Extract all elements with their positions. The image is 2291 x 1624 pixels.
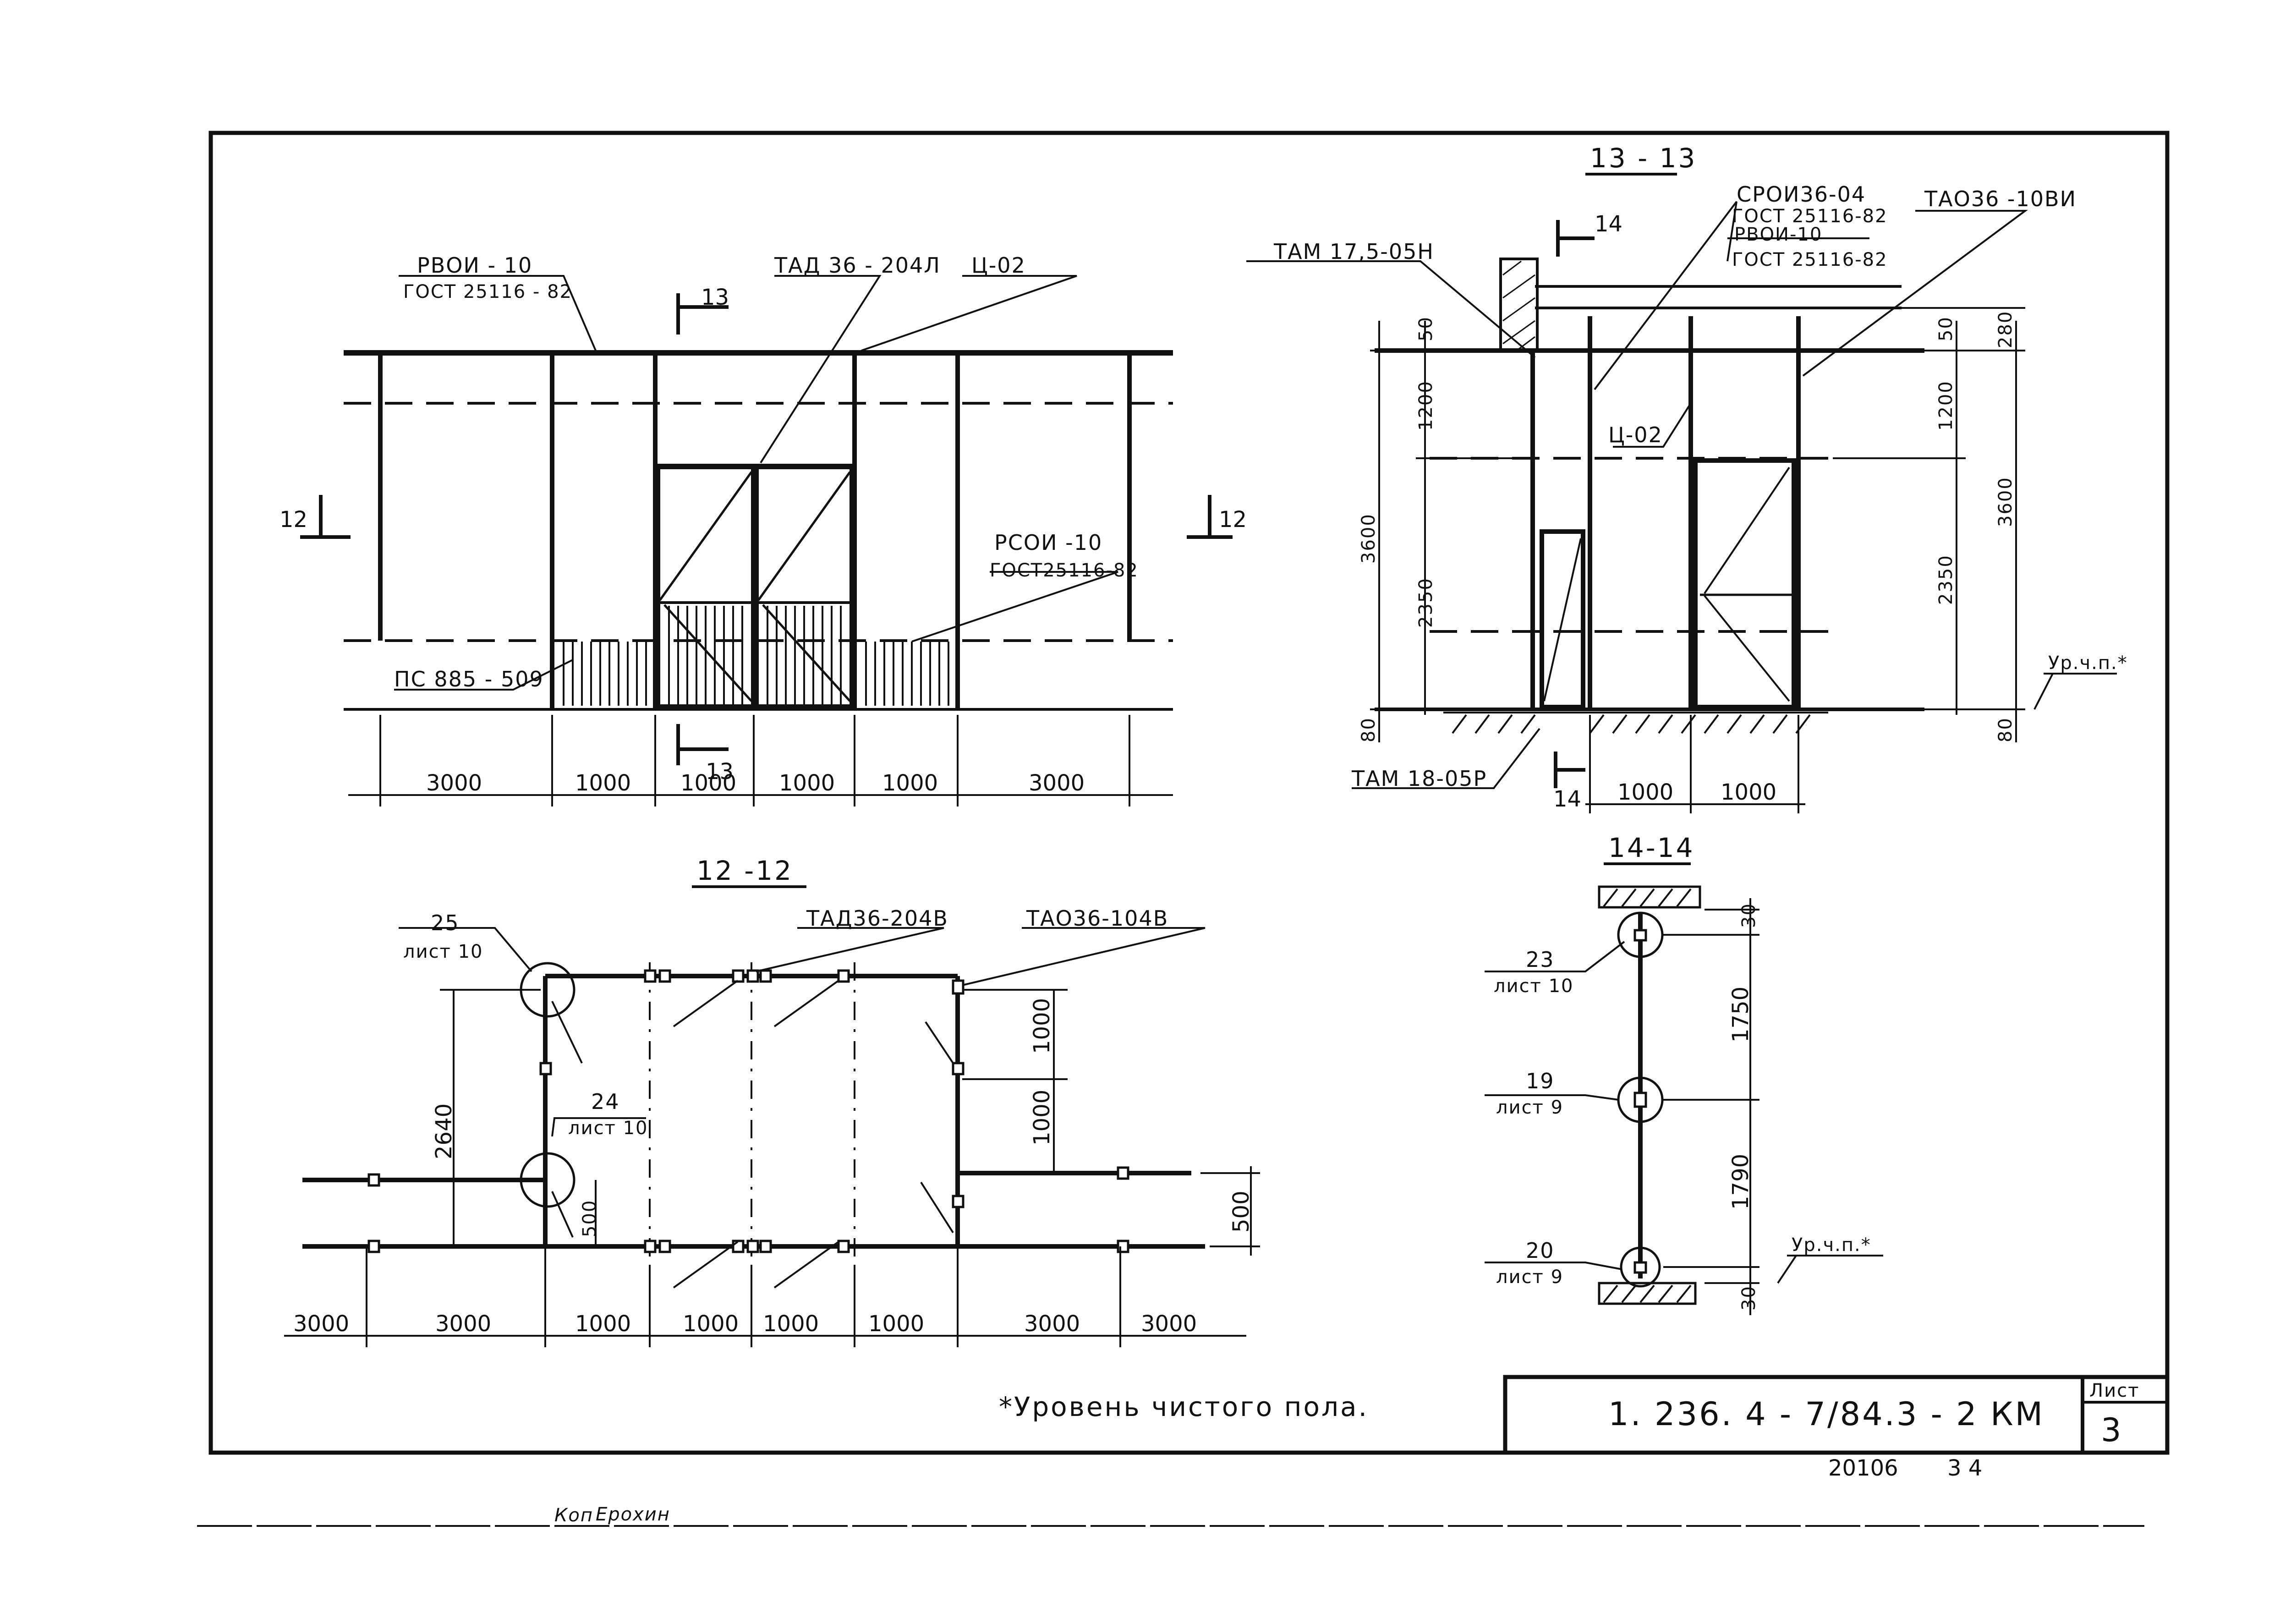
- label-tao-36-10vi: ТАО36 -10ВИ: [1924, 187, 2077, 211]
- dim-13-right-280: 280: [1995, 311, 2016, 348]
- dim-14-30-bottom: 30: [1738, 1285, 1759, 1311]
- dim-12-2640: 2640: [431, 1103, 457, 1159]
- drawing-code: 1. 236. 4 - 7/84.3 - 2 КМ: [1608, 1395, 2044, 1433]
- cut-marker-12-left: 12: [280, 507, 307, 532]
- cut-marker-14-bottom: 14: [1553, 786, 1581, 812]
- dim-13-right-3600: 3600: [1995, 477, 2016, 527]
- label-node-25: 25: [431, 911, 460, 935]
- section-14-title: 14-14: [1608, 832, 1695, 863]
- label-tao-36-104v: ТАО36-104В: [1026, 906, 1168, 931]
- label-rvoi-gost: ГОСТ 25116 - 82: [403, 281, 572, 302]
- label-sroi: СРОИ36-04: [1737, 182, 1866, 207]
- dim-13-right-80: 80: [1995, 717, 2016, 742]
- dim-12-bottom-3: 1000: [575, 1311, 631, 1337]
- label-rvoi-13: РВОИ-10: [1734, 224, 1822, 245]
- dim-12-bottom-4: 1000: [683, 1311, 739, 1337]
- label-c02-13: Ц-02: [1608, 422, 1663, 447]
- page-number: 3 4: [1947, 1455, 1982, 1481]
- dim-13-left-80: 80: [1358, 717, 1379, 742]
- label-node-25-sheet: лист 10: [403, 941, 483, 962]
- copier-signature: Ерохин: [596, 1504, 670, 1525]
- dim-13-left-50: 50: [1415, 316, 1436, 341]
- label-panel-ps: ПС 885 - 509: [394, 667, 544, 691]
- label-floor-level-13: Ур.ч.п.*: [2048, 653, 2128, 674]
- elevation-view: РВОИ - 10 ГОСТ 25116 - 82 ТАД 36 - 204Л …: [280, 253, 1247, 807]
- dim-13-left-2350: 2350: [1415, 577, 1436, 628]
- footnote: *Уровень чистого пола.: [999, 1391, 1369, 1422]
- sheet-label: Лист: [2089, 1380, 2139, 1401]
- dim-12-1000-upper: 1000: [1029, 998, 1055, 1054]
- sheet-number: 3: [2101, 1411, 2123, 1449]
- label-rsoi-gost: ГОСТ25116-82: [990, 560, 1139, 581]
- label-rsoi: РСОИ -10: [994, 530, 1102, 555]
- dim-elevation-1: 3000: [426, 770, 482, 796]
- dim-elevation-5: 1000: [882, 770, 938, 796]
- dim-12-bottom-7: 3000: [1024, 1311, 1080, 1337]
- section-13-13: 13 - 13: [1246, 143, 2128, 813]
- dim-elevation-3: 1000: [680, 770, 736, 796]
- label-node-23: 23: [1526, 947, 1555, 972]
- dim-12-500-right: 500: [1228, 1191, 1254, 1233]
- cut-marker-14-top: 14: [1595, 211, 1622, 237]
- cut-marker-13-top: 13: [701, 285, 729, 310]
- label-rvoi-13-gost: ГОСТ 25116-82: [1732, 249, 1888, 270]
- dim-13-left-3600: 3600: [1358, 513, 1379, 564]
- copied-label: Коп: [554, 1505, 593, 1526]
- section-13-title: 13 - 13: [1590, 143, 1697, 174]
- dim-12-bottom-8: 3000: [1141, 1311, 1197, 1337]
- dim-12-bottom-6: 1000: [868, 1311, 924, 1337]
- label-c02: Ц-02: [971, 253, 1026, 278]
- dim-13-right-50: 50: [1935, 316, 1957, 341]
- label-node-23-sheet: лист 10: [1494, 976, 1573, 997]
- dim-13-left-1200: 1200: [1415, 380, 1436, 431]
- dim-elevation-2: 1000: [575, 770, 631, 796]
- label-rvoi: РВОИ - 10: [417, 253, 532, 278]
- label-door-tad-204v: ТАД36-204В: [806, 906, 948, 931]
- label-sroi-gost: ГОСТ 25116-82: [1732, 206, 1888, 227]
- hatched-panels: [563, 606, 949, 706]
- section-12-12: 12 -12: [284, 855, 1260, 1347]
- dim-14-1790: 1790: [1728, 1154, 1754, 1210]
- label-node-19: 19: [1526, 1069, 1555, 1093]
- dim-12-bottom-1: 3000: [293, 1311, 349, 1337]
- section-14-14: 14-14: [1485, 832, 1883, 1315]
- label-node-20-sheet: лист 9: [1496, 1267, 1563, 1288]
- label-door-tad: ТАД 36 - 204Л: [774, 253, 941, 278]
- label-node-20: 20: [1526, 1238, 1555, 1263]
- dim-14-1750: 1750: [1728, 987, 1754, 1042]
- dim-13-right-2350: 2350: [1935, 554, 1957, 605]
- dim-12-500-left: 500: [579, 1200, 600, 1237]
- archive-number: 20106: [1828, 1455, 1898, 1481]
- dim-elevation-4: 1000: [779, 770, 835, 796]
- dim-12-bottom-5: 1000: [763, 1311, 819, 1337]
- label-tam-17-5: ТАМ 17,5-05Н: [1273, 239, 1434, 264]
- dim-14-30-top: 30: [1738, 903, 1759, 928]
- label-node-19-sheet: лист 9: [1496, 1097, 1563, 1118]
- dim-13-right-1200: 1200: [1935, 380, 1957, 431]
- title-block: 1. 236. 4 - 7/84.3 - 2 КМ Лист 3: [1503, 1375, 2170, 1455]
- cut-marker-12-right: 12: [1219, 507, 1247, 532]
- dim-13-bottom-1: 1000: [1617, 779, 1673, 805]
- cut-marker-13-bottom: 13: [706, 759, 734, 785]
- dim-13-bottom-2: 1000: [1721, 779, 1776, 805]
- dim-12-bottom-2: 3000: [435, 1311, 491, 1337]
- dim-elevation-6: 3000: [1029, 770, 1085, 796]
- label-node-24: 24: [591, 1089, 620, 1114]
- section-12-title: 12 -12: [696, 855, 793, 886]
- label-tam-18: ТАМ 18-05Р: [1351, 766, 1487, 791]
- label-node-24-sheet: лист 10: [568, 1118, 648, 1139]
- drawing-frame: [208, 131, 2170, 1455]
- dim-12-1000-lower: 1000: [1029, 1090, 1055, 1146]
- label-floor-level-14: Ур.ч.п.*: [1792, 1234, 1871, 1256]
